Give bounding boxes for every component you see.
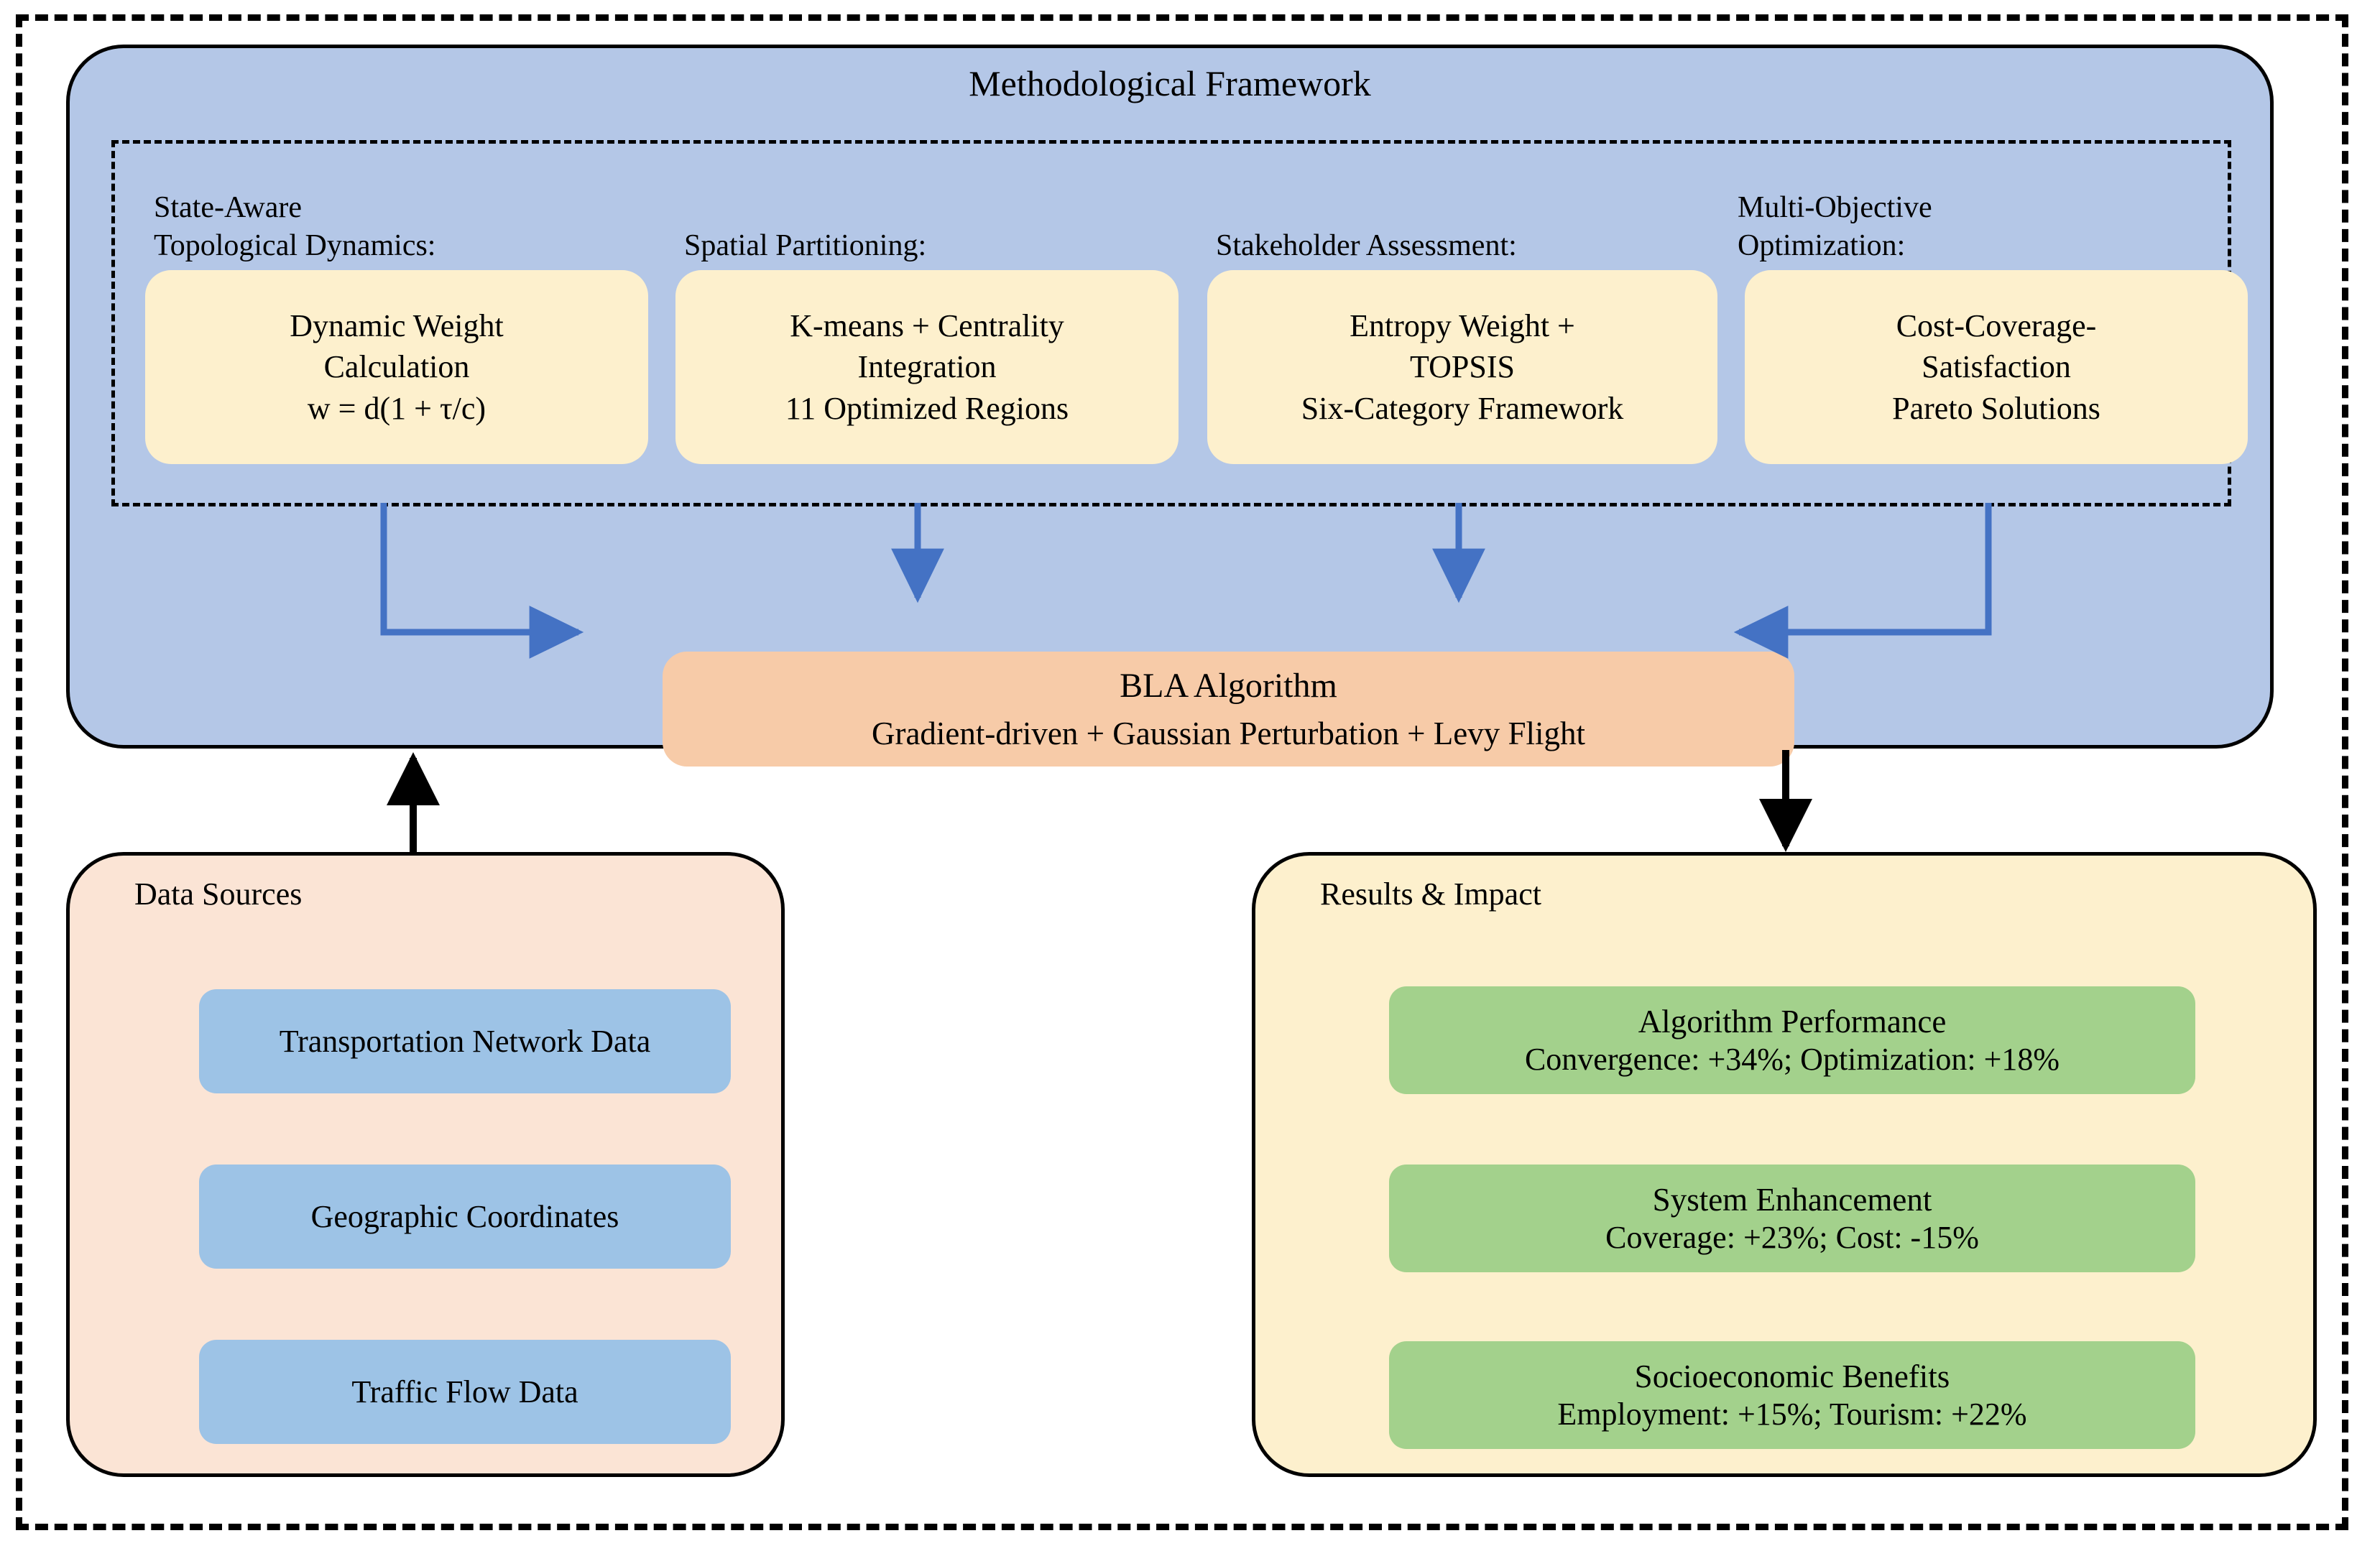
outer-dashed-border: [16, 14, 2348, 1530]
result-detail: Employment: +15%; Tourism: +22%: [1557, 1396, 2027, 1432]
result-heading: System Enhancement: [1652, 1181, 1932, 1218]
data-sources-panel: Data Sources Transportation Network Data…: [66, 852, 785, 1477]
method-column-label-wrap: Spatial Partitioning:: [675, 144, 1179, 266]
data-sources-title: Data Sources: [134, 876, 303, 912]
method-box-kmeans-centrality[interactable]: K-means + Centrality Integration 11 Opti…: [675, 270, 1179, 464]
result-item-socioeconomic-benefits[interactable]: Socioeconomic Benefits Employment: +15%;…: [1389, 1341, 2195, 1449]
data-source-item-geographic-coordinates[interactable]: Geographic Coordinates: [199, 1165, 731, 1269]
method-column-label: Spatial Partitioning:: [684, 229, 927, 263]
method-group-dashed-box: State-Aware Topological Dynamics: Dynami…: [111, 140, 2248, 506]
method-column-label-wrap: State-Aware Topological Dynamics:: [145, 144, 648, 266]
result-item-system-enhancement[interactable]: System Enhancement Coverage: +23%; Cost:…: [1389, 1165, 2195, 1272]
result-item-algorithm-performance[interactable]: Algorithm Performance Convergence: +34%;…: [1389, 986, 2195, 1094]
method-column-label: Stakeholder Assessment:: [1216, 229, 1517, 263]
method-column-label: State-Aware Topological Dynamics:: [154, 190, 436, 263]
method-box-dynamic-weight[interactable]: Dynamic Weight Calculation w = d(1 + τ/c…: [145, 270, 648, 464]
results-impact-title: Results & Impact: [1320, 876, 1541, 912]
bla-algorithm-title: BLA Algorithm: [1120, 667, 1337, 705]
result-heading: Algorithm Performance: [1638, 1003, 1947, 1040]
data-source-item-transportation-network[interactable]: Transportation Network Data: [199, 989, 731, 1093]
results-impact-panel: Results & Impact Algorithm Performance C…: [1252, 852, 2317, 1477]
method-column-label-wrap: Stakeholder Assessment:: [1207, 144, 1717, 266]
method-box-entropy-topsis[interactable]: Entropy Weight + TOPSIS Six-Category Fra…: [1207, 270, 1717, 464]
data-source-item-traffic-flow[interactable]: Traffic Flow Data: [199, 1340, 731, 1444]
method-box-cost-coverage-satisfaction[interactable]: Cost-Coverage- Satisfaction Pareto Solut…: [1745, 270, 2248, 464]
method-column-label-wrap: Multi-Objective Optimization:: [1729, 144, 2232, 266]
result-detail: Convergence: +34%; Optimization: +18%: [1524, 1041, 2060, 1077]
framework-title: Methodological Framework: [969, 63, 1371, 103]
result-heading: Socioeconomic Benefits: [1634, 1358, 1950, 1394]
result-detail: Coverage: +23%; Cost: -15%: [1605, 1219, 1979, 1255]
bla-algorithm-box[interactable]: BLA Algorithm Gradient-driven + Gaussian…: [663, 652, 1794, 767]
methodological-framework-panel: Methodological Framework State-Aware Top…: [66, 45, 2274, 767]
bla-algorithm-subtitle: Gradient-driven + Gaussian Perturbation …: [871, 715, 1586, 751]
method-column-label: Multi-Objective Optimization:: [1738, 190, 1932, 263]
